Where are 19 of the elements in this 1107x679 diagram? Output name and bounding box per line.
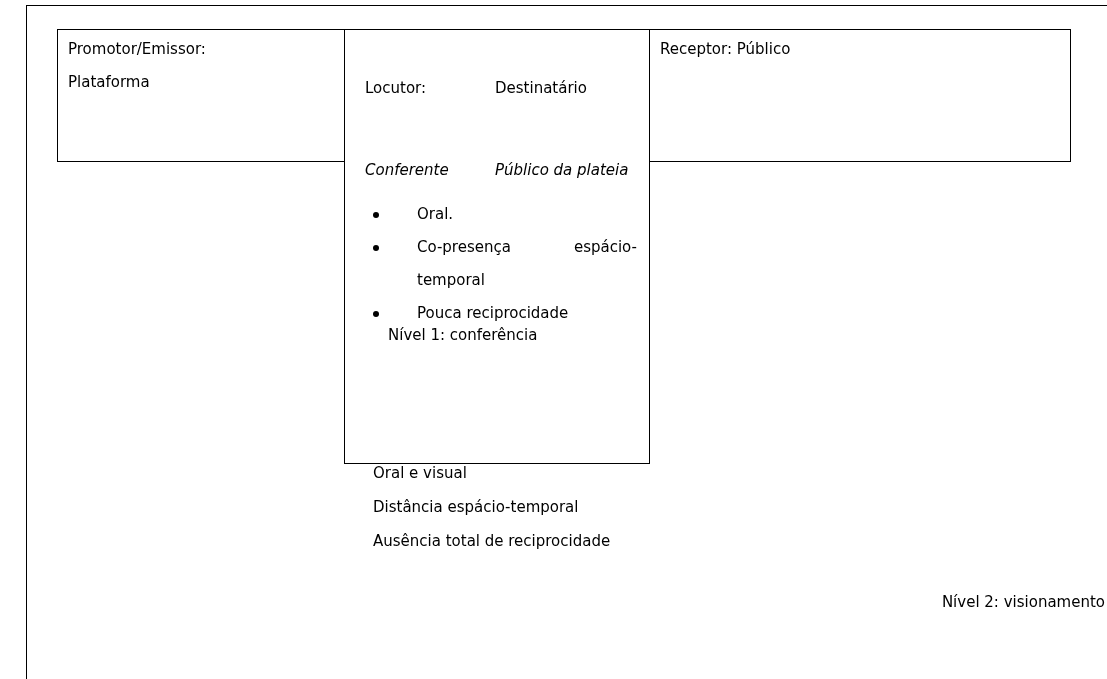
text-label: Oral e visual bbox=[373, 463, 467, 484]
text-box bbox=[344, 29, 650, 464]
text-label: Nível 1: conferência bbox=[388, 325, 538, 346]
text-label: Receptor: Público bbox=[660, 39, 791, 60]
text-label: Ausência total de reciprocidade bbox=[373, 531, 611, 552]
text-label: Conferente bbox=[365, 160, 449, 181]
text-label: Locutor: bbox=[365, 78, 427, 99]
bullet-item: Oral. bbox=[417, 204, 454, 225]
text-label: Destinatário bbox=[495, 78, 587, 99]
text-label: Promotor/Emissor: bbox=[68, 39, 206, 60]
text-box bbox=[26, 5, 1107, 679]
bullet-item: Co-presença espácio-temporal bbox=[417, 237, 637, 291]
text-box bbox=[57, 29, 345, 162]
text-box bbox=[649, 29, 1071, 162]
bullet-item: Pouca reciprocidade bbox=[417, 303, 569, 324]
text-label: Distância espácio-temporal bbox=[373, 497, 579, 518]
text-label: Público da plateia bbox=[495, 160, 629, 181]
text-label: Nível 2: visionamento bbox=[941, 592, 1105, 613]
text-label: Plataforma bbox=[68, 72, 150, 93]
